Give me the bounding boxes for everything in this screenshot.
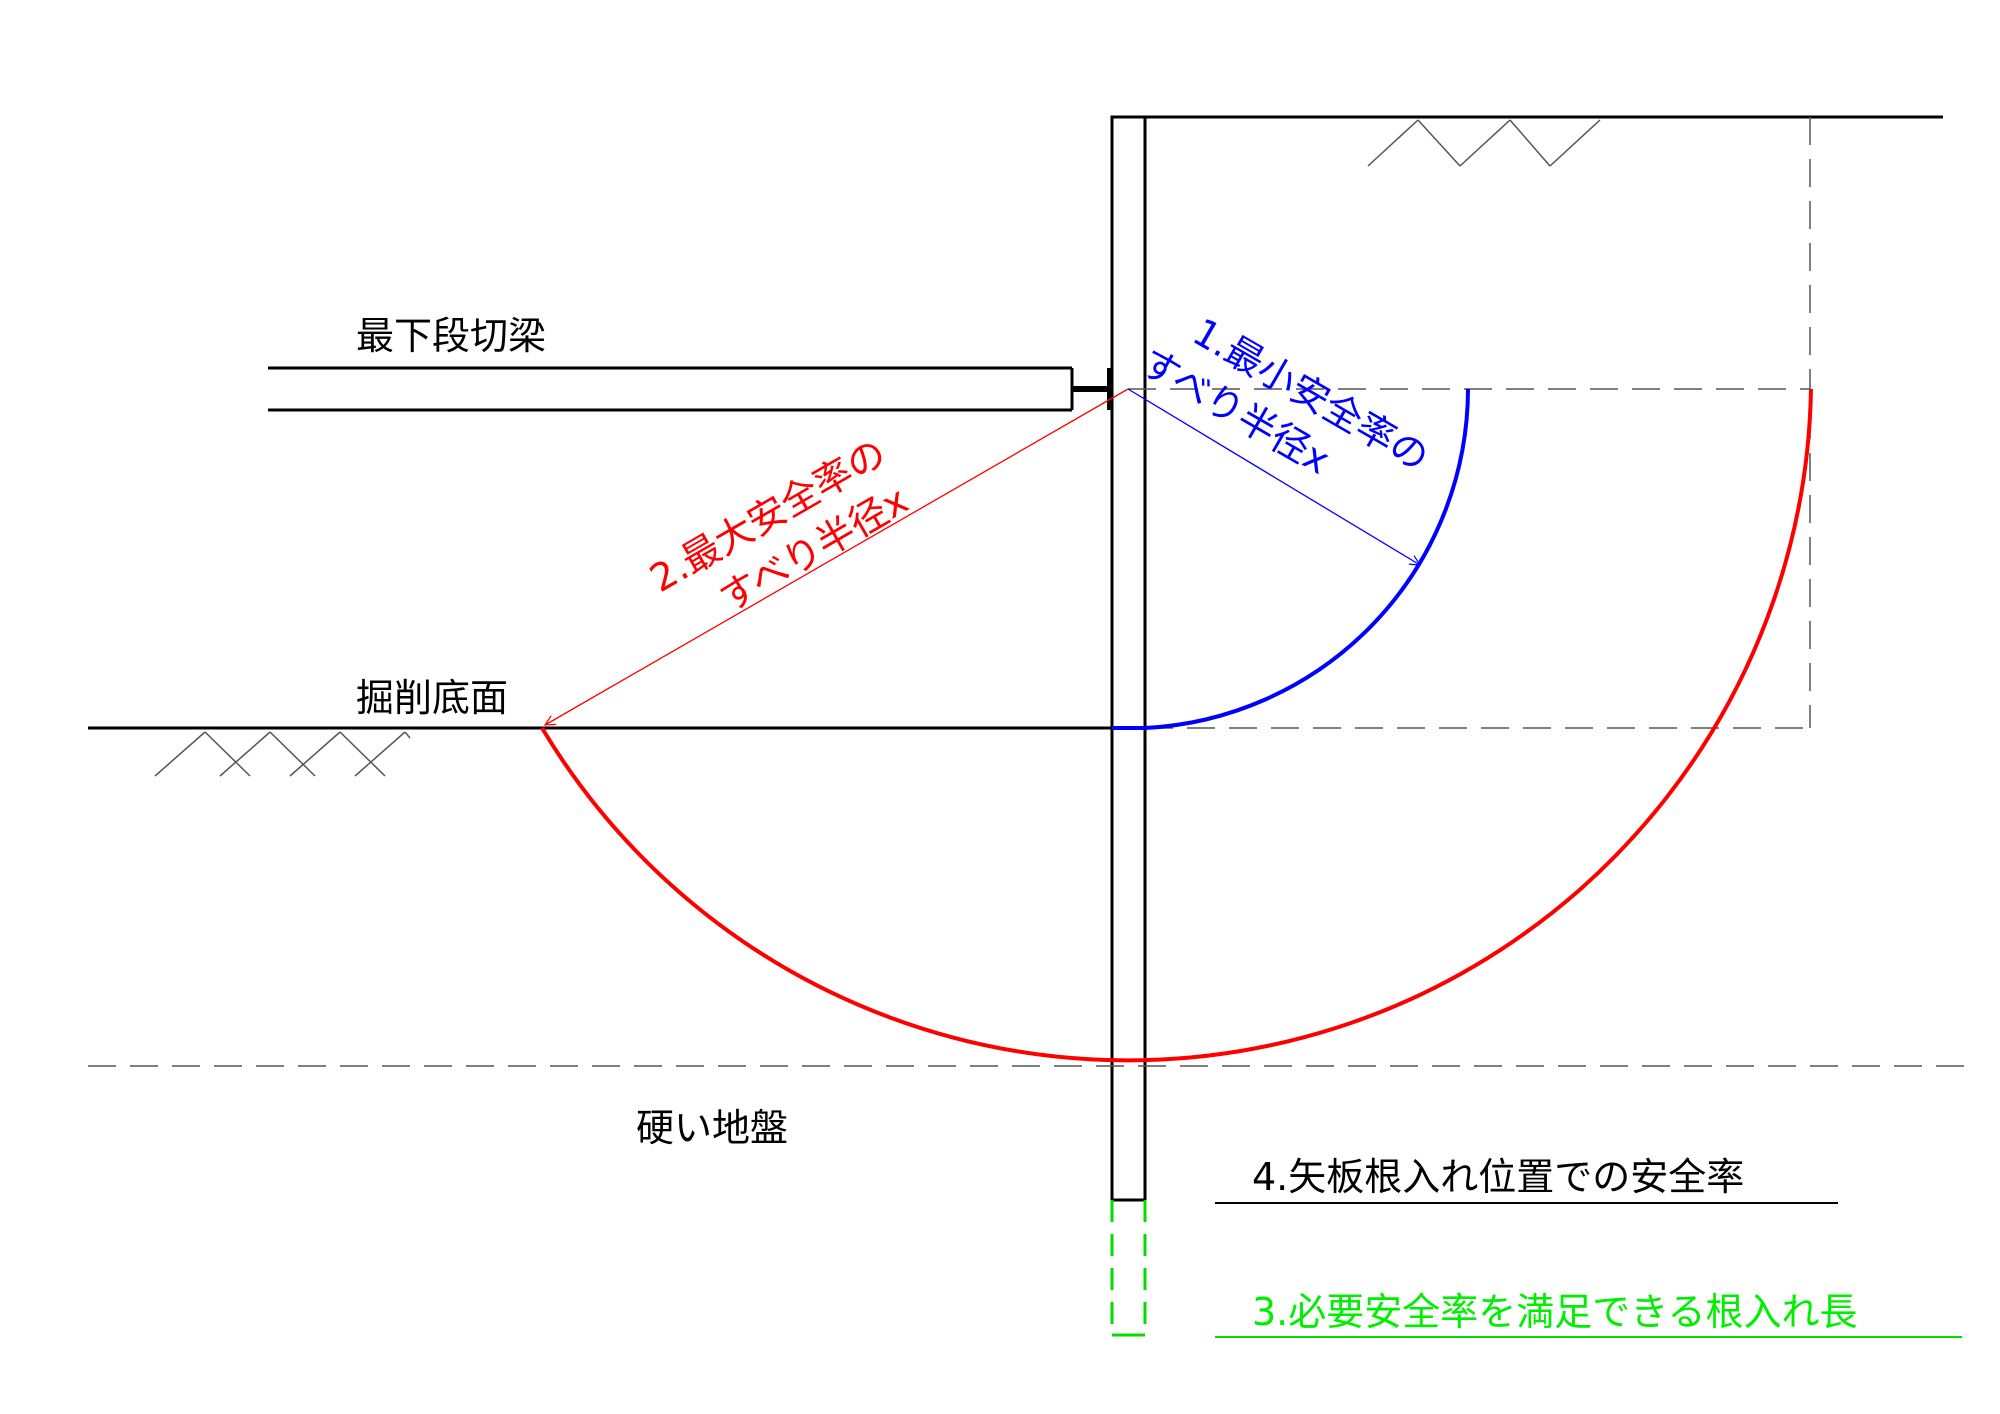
ground-hatch-excavation: [154, 731, 411, 777]
bottom-strut: [268, 366, 1113, 412]
bottom-strut-label: 最下段切梁: [356, 314, 546, 358]
required-embedment-label: 3.必要安全率を満足できる根入れ長: [1252, 1290, 1858, 1334]
max-safety-slip-circle: [540, 388, 1813, 1063]
max-radius-label: 2.最大安全率の すべり半径x: [643, 431, 916, 621]
min-safety-slip-circle: [1112, 388, 1470, 730]
max-radius-arrow: [545, 388, 1129, 725]
sheet-pile-wall: [1110, 115, 1147, 1202]
guide-dashed-lines: [88, 117, 1970, 1067]
required-embedment-extension: [1110, 1200, 1147, 1337]
hard-ground-label: 硬い地盤: [636, 1106, 788, 1150]
min-radius-label: 1.最小安全率の すべり半径x: [1134, 310, 1437, 483]
ground-hatch-top: [1367, 119, 1601, 167]
min-radius-arrow: [1127, 388, 1420, 565]
excavation-bottom-label: 掘削底面: [356, 676, 508, 720]
sheet-pile-safety-label: 4.矢板根入れ位置での安全率: [1252, 1155, 1744, 1199]
